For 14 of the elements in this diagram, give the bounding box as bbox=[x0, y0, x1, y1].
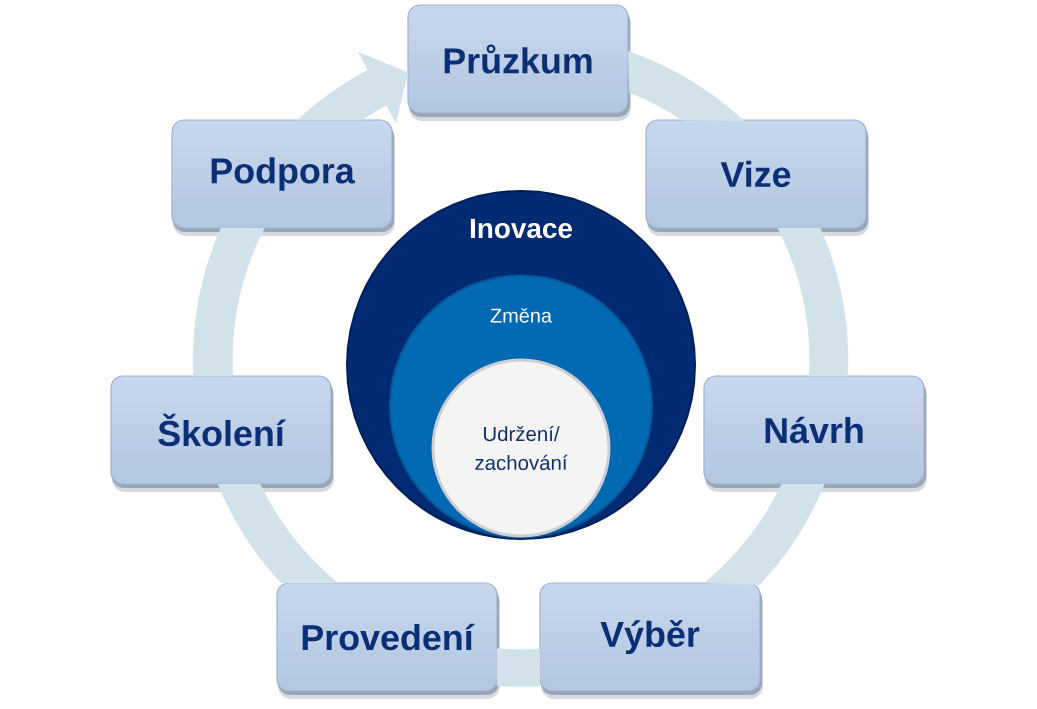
process-box: Výběr bbox=[539, 582, 763, 699]
process-box: Provedení bbox=[276, 582, 500, 699]
connector bbox=[627, 51, 745, 122]
process-box: Podpora bbox=[171, 119, 395, 236]
process-box: Průzkum bbox=[407, 4, 631, 121]
connector bbox=[703, 483, 825, 585]
process-box: Návrh bbox=[703, 375, 927, 492]
process-box: Školení bbox=[110, 375, 334, 492]
connector bbox=[777, 227, 849, 377]
connector bbox=[217, 483, 339, 584]
connector bbox=[496, 648, 541, 687]
arrow bbox=[297, 52, 409, 124]
connector bbox=[192, 227, 265, 377]
process-box: Vize bbox=[645, 119, 869, 236]
